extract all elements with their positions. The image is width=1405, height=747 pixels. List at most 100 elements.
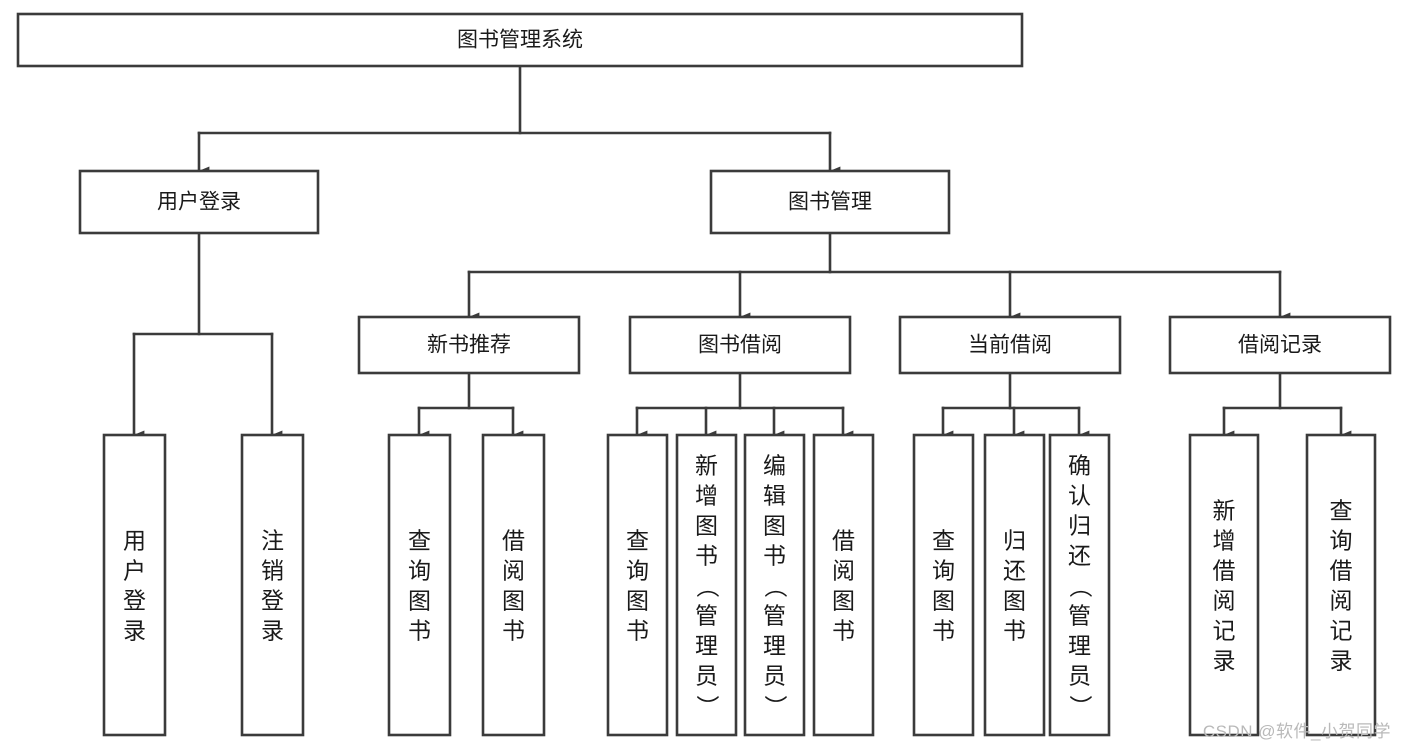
leaf-label-char: 记 [1330,617,1353,643]
leaf-label-char: 借 [832,527,855,553]
leaf-label-char: 新 [1213,497,1236,523]
leaf-recommend-2-box[interactable] [481,433,546,737]
leaf-borrow-1-box[interactable] [606,433,669,737]
leaf-label-char: 录 [261,617,284,643]
leaf-label-char: 书 [832,617,855,643]
leaf-borrow-2-box[interactable] [675,433,738,737]
leaf-label-char: 阅 [832,557,855,583]
leaf-label-char: 借 [1213,557,1236,583]
leaf-borrow-3-box[interactable] [743,433,806,737]
leaf-label-char: 查 [626,527,649,553]
leaf-recommend-1-box[interactable] [387,433,452,737]
leaf-label-char: 员 [763,662,786,688]
leaf-label-char: 录 [1330,647,1353,673]
leaf-label-char: 还 [1068,542,1091,568]
leaf-label-char: 询 [408,557,431,583]
leaf-current-3-box[interactable] [1048,433,1111,737]
leaf-label-char: 销 [261,557,284,583]
leaf-label-char: 理 [695,632,718,658]
csdn-watermark: CSDN @软件_小贺同学 [1202,722,1391,741]
leaf-label-char: 管 [1068,602,1091,628]
leaf-label-char: 询 [1330,527,1353,553]
leaf-label-char: 登 [123,587,146,613]
node-borrow-record-box[interactable] [1168,315,1392,375]
leaf-label-char: 询 [932,557,955,583]
leaf-label-char: 书 [1003,617,1026,643]
leaf-label-char: 阅 [1330,587,1353,613]
leaf-label-char: 图 [626,587,649,613]
leaf-label-char: 用 [123,527,146,553]
leaf-label-char: 图 [695,512,718,538]
leaf-label-char: 阅 [1213,587,1236,613]
leaf-label-char: 新 [695,452,718,478]
leaf-label-char: 图 [763,512,786,538]
node-book-borrow-box[interactable] [628,315,852,375]
node-current-borrow-label: 当前借阅 [968,334,1052,357]
leaf-record-1-box[interactable] [1188,433,1260,737]
leaf-label-char: 图 [1003,587,1026,613]
leaf-label-char: 书 [408,617,431,643]
leaf-label-char: 书 [626,617,649,643]
leaf-label-char: 图 [408,587,431,613]
leaf-label-char: 录 [123,617,146,643]
leaf-label-char: 查 [408,527,431,553]
leaf-user-login-2-box[interactable] [240,433,305,737]
node-root-label: 图书管理系统 [457,29,583,52]
node-book-management-box[interactable] [709,169,951,235]
leaf-label-char: 登 [261,587,284,613]
leaf-label-char: 认 [1068,482,1091,508]
leaf-record-2-box[interactable] [1305,433,1377,737]
leaf-label-char: 增 [695,482,718,508]
node-new-book-recommend-box[interactable] [357,315,581,375]
leaf-label-char: （ [695,575,721,598]
leaf-current-1-box[interactable] [912,433,975,737]
leaf-borrow-4-box[interactable] [812,433,875,737]
leaf-label-char: 编 [763,452,786,478]
leaf-label-char: 户 [123,557,146,583]
leaf-label-char: 图 [932,587,955,613]
leaf-label-char: 确 [1068,452,1091,478]
node-root-box[interactable] [16,12,1024,68]
leaf-user-login-1-label: 用户登录 [123,527,146,643]
leaf-current-2-box[interactable] [983,433,1046,737]
node-layer: 图书管理系统用户登录图书管理新书推荐图书借阅当前借阅借阅记录用户登录注销登录查询… [16,12,1392,737]
leaf-label-char: 借 [1330,557,1353,583]
leaf-label-char: 归 [1068,512,1091,538]
leaf-label-char: ） [1068,695,1094,718]
leaf-label-char: 询 [626,557,649,583]
leaf-label-char: （ [763,575,789,598]
leaf-label-char: 阅 [502,557,525,583]
leaf-label-char: 记 [1213,617,1236,643]
node-new-book-recommend-label: 新书推荐 [427,334,511,357]
leaf-label-char: 录 [1213,647,1236,673]
leaf-label-char: 归 [1003,527,1026,553]
leaf-label-char: 书 [763,542,786,568]
leaf-label-char: 员 [695,662,718,688]
node-current-borrow-box[interactable] [898,315,1122,375]
leaf-label-char: 还 [1003,557,1026,583]
node-book-borrow-label: 图书借阅 [698,334,782,357]
leaf-label-char: 辑 [763,482,786,508]
leaf-label-char: 员 [1068,662,1091,688]
leaf-label-char: ） [763,695,789,718]
leaf-user-login-1-box[interactable] [102,433,167,737]
leaf-label-char: 书 [695,542,718,568]
leaf-label-char: 图 [832,587,855,613]
leaf-label-char: 注 [261,527,284,553]
leaf-label-char: 查 [1330,497,1353,523]
node-user-login-box[interactable] [78,169,320,235]
leaf-label-char: ） [695,695,721,718]
leaf-label-char: 理 [1068,632,1091,658]
connector-layer [132,64,1352,440]
